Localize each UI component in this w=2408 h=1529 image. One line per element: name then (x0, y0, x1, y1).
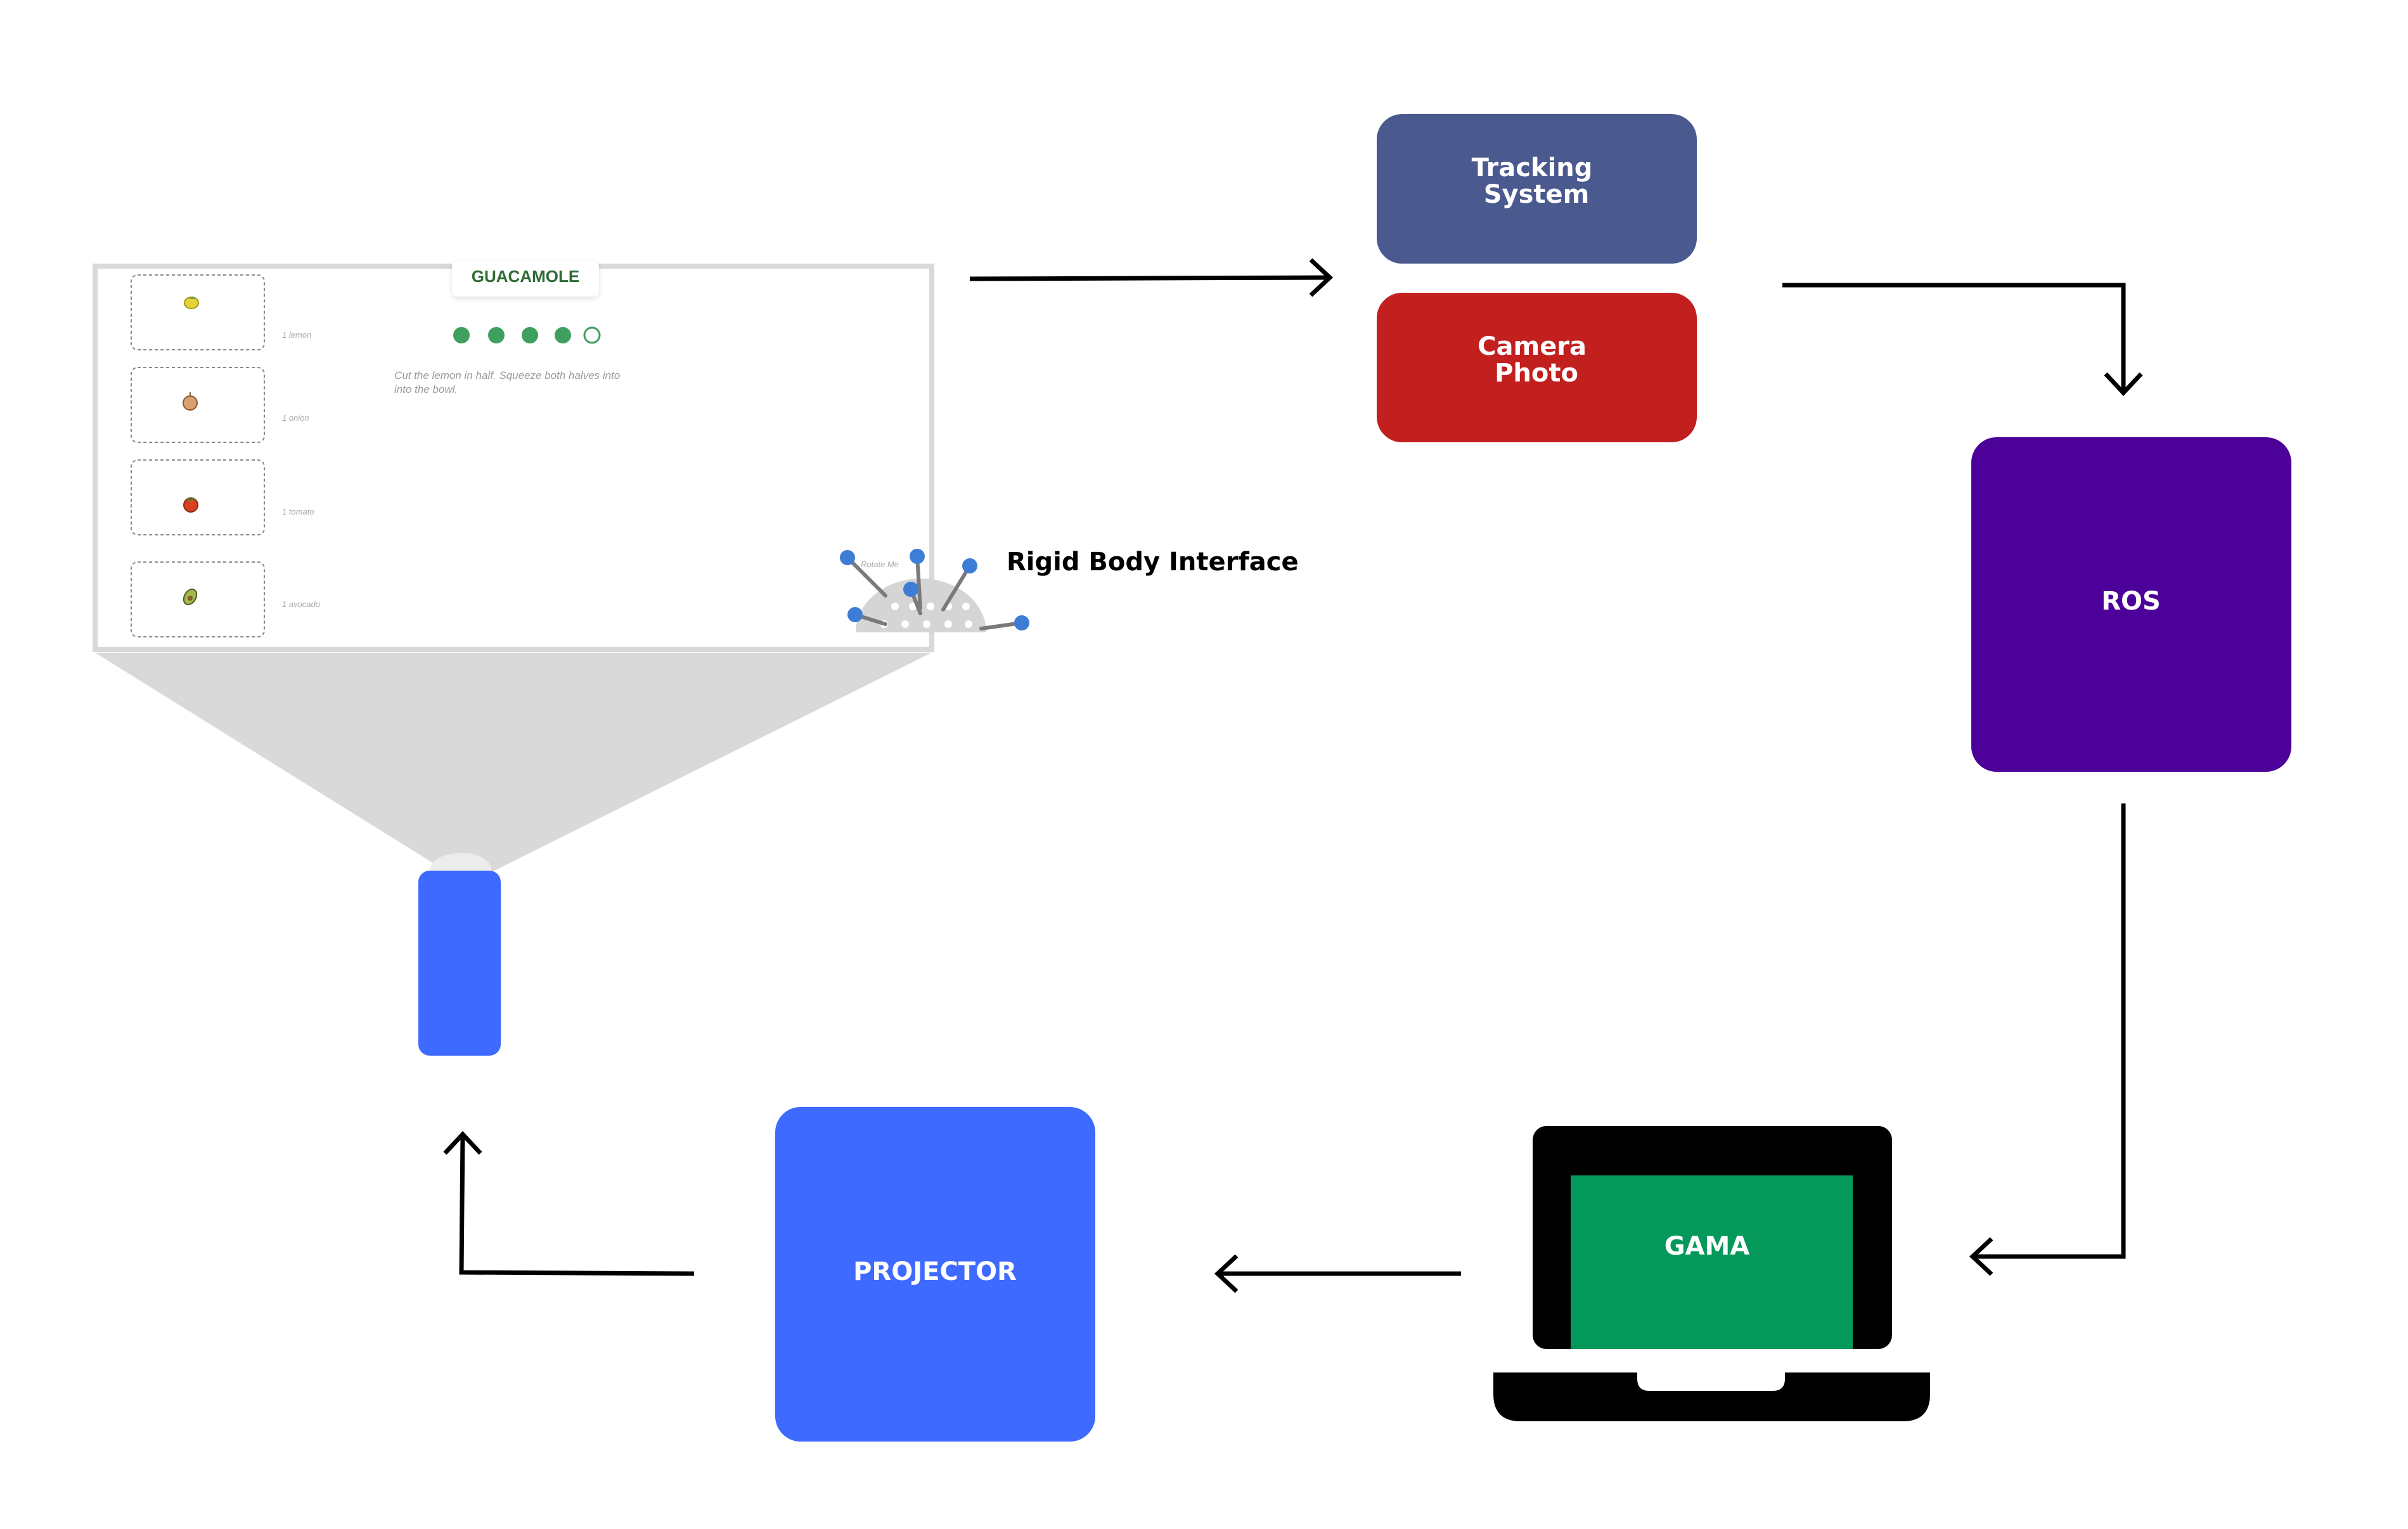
ingredient-slot: 1 onion (131, 367, 309, 443)
arrowhead (2104, 372, 2143, 397)
tracking-system-label: Tracking System (1472, 153, 1602, 209)
arrowhead (1309, 258, 1334, 297)
camera-photo-label: Camera Photo (1478, 332, 1595, 388)
connectors (443, 258, 2143, 1293)
arrow-tracking-to-ros (1782, 283, 2126, 393)
projection-beam (95, 653, 932, 874)
ingredient-label: 1 avocado (282, 599, 320, 609)
arrow-ui-to-tracking (969, 275, 1330, 281)
instruction-line-1: Cut the lemon in half. Squeeze both halv… (394, 369, 620, 381)
tracking-marker (840, 550, 855, 565)
ingredient-label: 1 tomato (282, 507, 314, 516)
projector-device (418, 871, 501, 1056)
laptop-notch (1637, 1372, 1785, 1391)
step-dot-2 (488, 327, 505, 343)
lemon-icon (184, 297, 199, 309)
tracking-marker (962, 558, 977, 573)
gama-screen (1571, 1175, 1853, 1349)
rotate-me-label: Rotate Me (861, 560, 899, 569)
laptop-base (1493, 1372, 1930, 1421)
tracking-marker (903, 582, 918, 597)
projector-node (775, 1107, 1095, 1442)
step-dot-3 (522, 327, 538, 343)
ros-node (1971, 437, 2291, 772)
ingredient-slot: 1 lemon (131, 274, 311, 350)
recipe-title: GUACAMOLE (472, 267, 579, 286)
camera-photo-node (1377, 293, 1697, 442)
tracking-marker (910, 549, 925, 564)
ingredient-label: 1 lemon (282, 330, 311, 340)
instruction-line-2: into the bowl. (394, 383, 458, 395)
avocado-icon (183, 588, 198, 606)
tracking-system-node (1377, 114, 1697, 264)
step-dot-4 (555, 327, 571, 343)
step-dot-5 (583, 326, 601, 344)
step-progress (453, 326, 601, 344)
projector-label: PROJECTOR (853, 1257, 1017, 1286)
arrowhead (1214, 1254, 1239, 1293)
projected-surface: GUACAMOLE Cut the lemon in half. Squeeze… (93, 261, 934, 652)
onion-icon (183, 392, 198, 411)
tomato-icon (183, 497, 198, 513)
laptop-icon (1493, 1126, 1930, 1421)
arrow-projector-to-device (459, 1134, 695, 1276)
ingredient-slot: 1 avocado (131, 561, 320, 637)
step-dot-1 (453, 327, 470, 343)
arrowhead (1969, 1237, 1993, 1276)
tracking-marker (1014, 615, 1029, 630)
projected-frame (93, 264, 934, 652)
ros-label: ROS (2101, 587, 2161, 616)
rigid-body-label: Rigid Body Interface (1007, 547, 1299, 577)
ingredient-label: 1 onion (282, 413, 309, 423)
arrow-ros-to-gama (1973, 803, 2126, 1259)
rigid-body-interface: Rotate Me (840, 549, 1029, 632)
tracking-marker (847, 607, 863, 622)
arrowhead (443, 1130, 482, 1155)
title-card (452, 261, 599, 297)
ingredient-slot: 1 tomato (131, 459, 314, 535)
gama-label: GAMA (1664, 1232, 1750, 1261)
